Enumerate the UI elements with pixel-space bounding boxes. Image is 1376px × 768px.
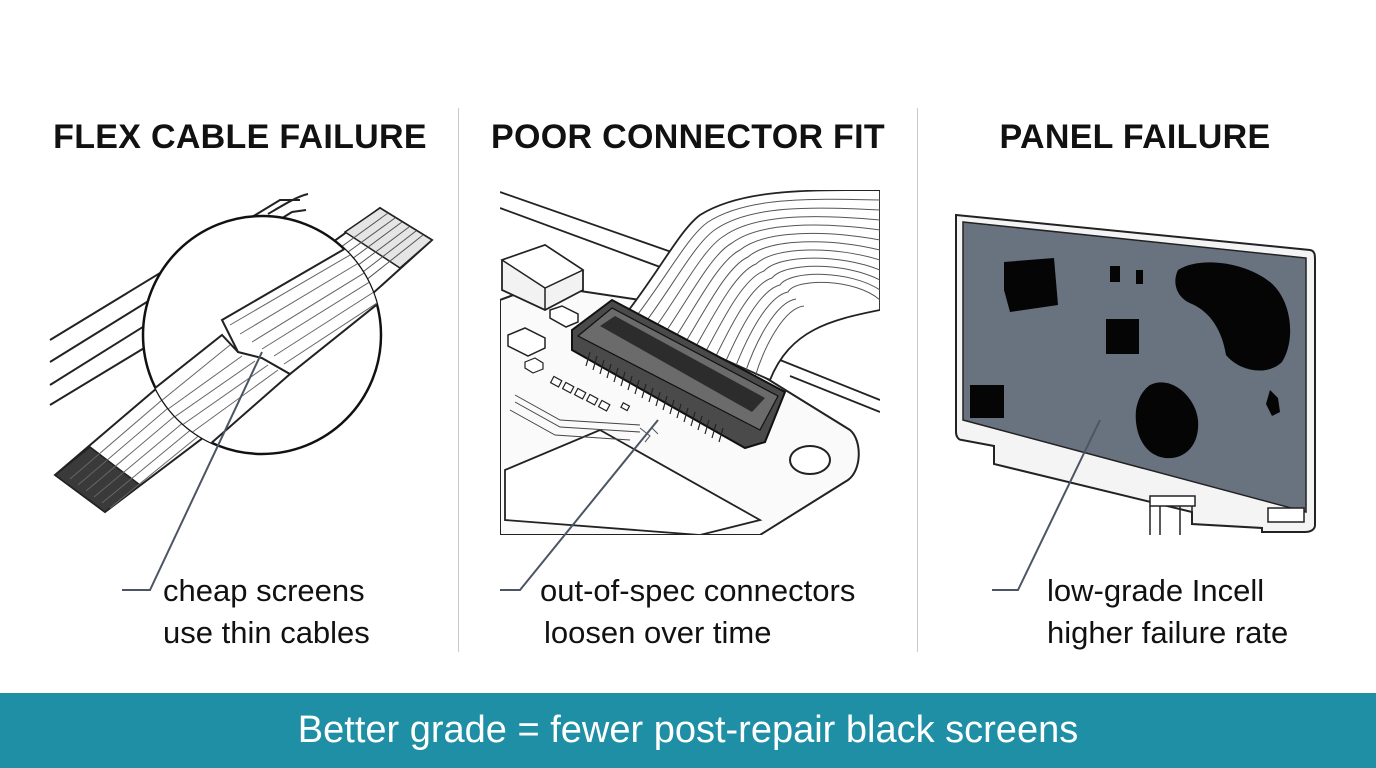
caption-flex-cable-line-2: use thin cables — [163, 615, 370, 650]
caption-panel-line-1: low-grade Incell — [1047, 573, 1265, 608]
caption-connector-line-2: loosen over time — [544, 615, 772, 650]
panel-divider-left — [458, 108, 459, 652]
caption-panel-line-2: higher failure rate — [1047, 615, 1289, 650]
caption-connector: out-of-spec connectors loosen over time — [540, 570, 855, 654]
caption-flex-cable-line-1: cheap screens — [163, 573, 365, 608]
caption-connector-line-1: out-of-spec connectors — [540, 573, 856, 608]
caption-flex-cable: cheap screens use thin cables — [163, 570, 370, 654]
footer-bar: Better grade = fewer post-repair black s… — [0, 693, 1376, 768]
panel-title-flex-cable: FLEX CABLE FAILURE — [53, 118, 427, 156]
panel-divider-right — [917, 108, 918, 652]
footer-text: Better grade = fewer post-repair black s… — [297, 709, 1079, 751]
panel-title-connector: POOR CONNECTOR FIT — [491, 118, 885, 156]
panel-title-panel: PANEL FAILURE — [999, 118, 1271, 156]
caption-panel: low-grade Incell higher failure rate — [1047, 570, 1288, 654]
